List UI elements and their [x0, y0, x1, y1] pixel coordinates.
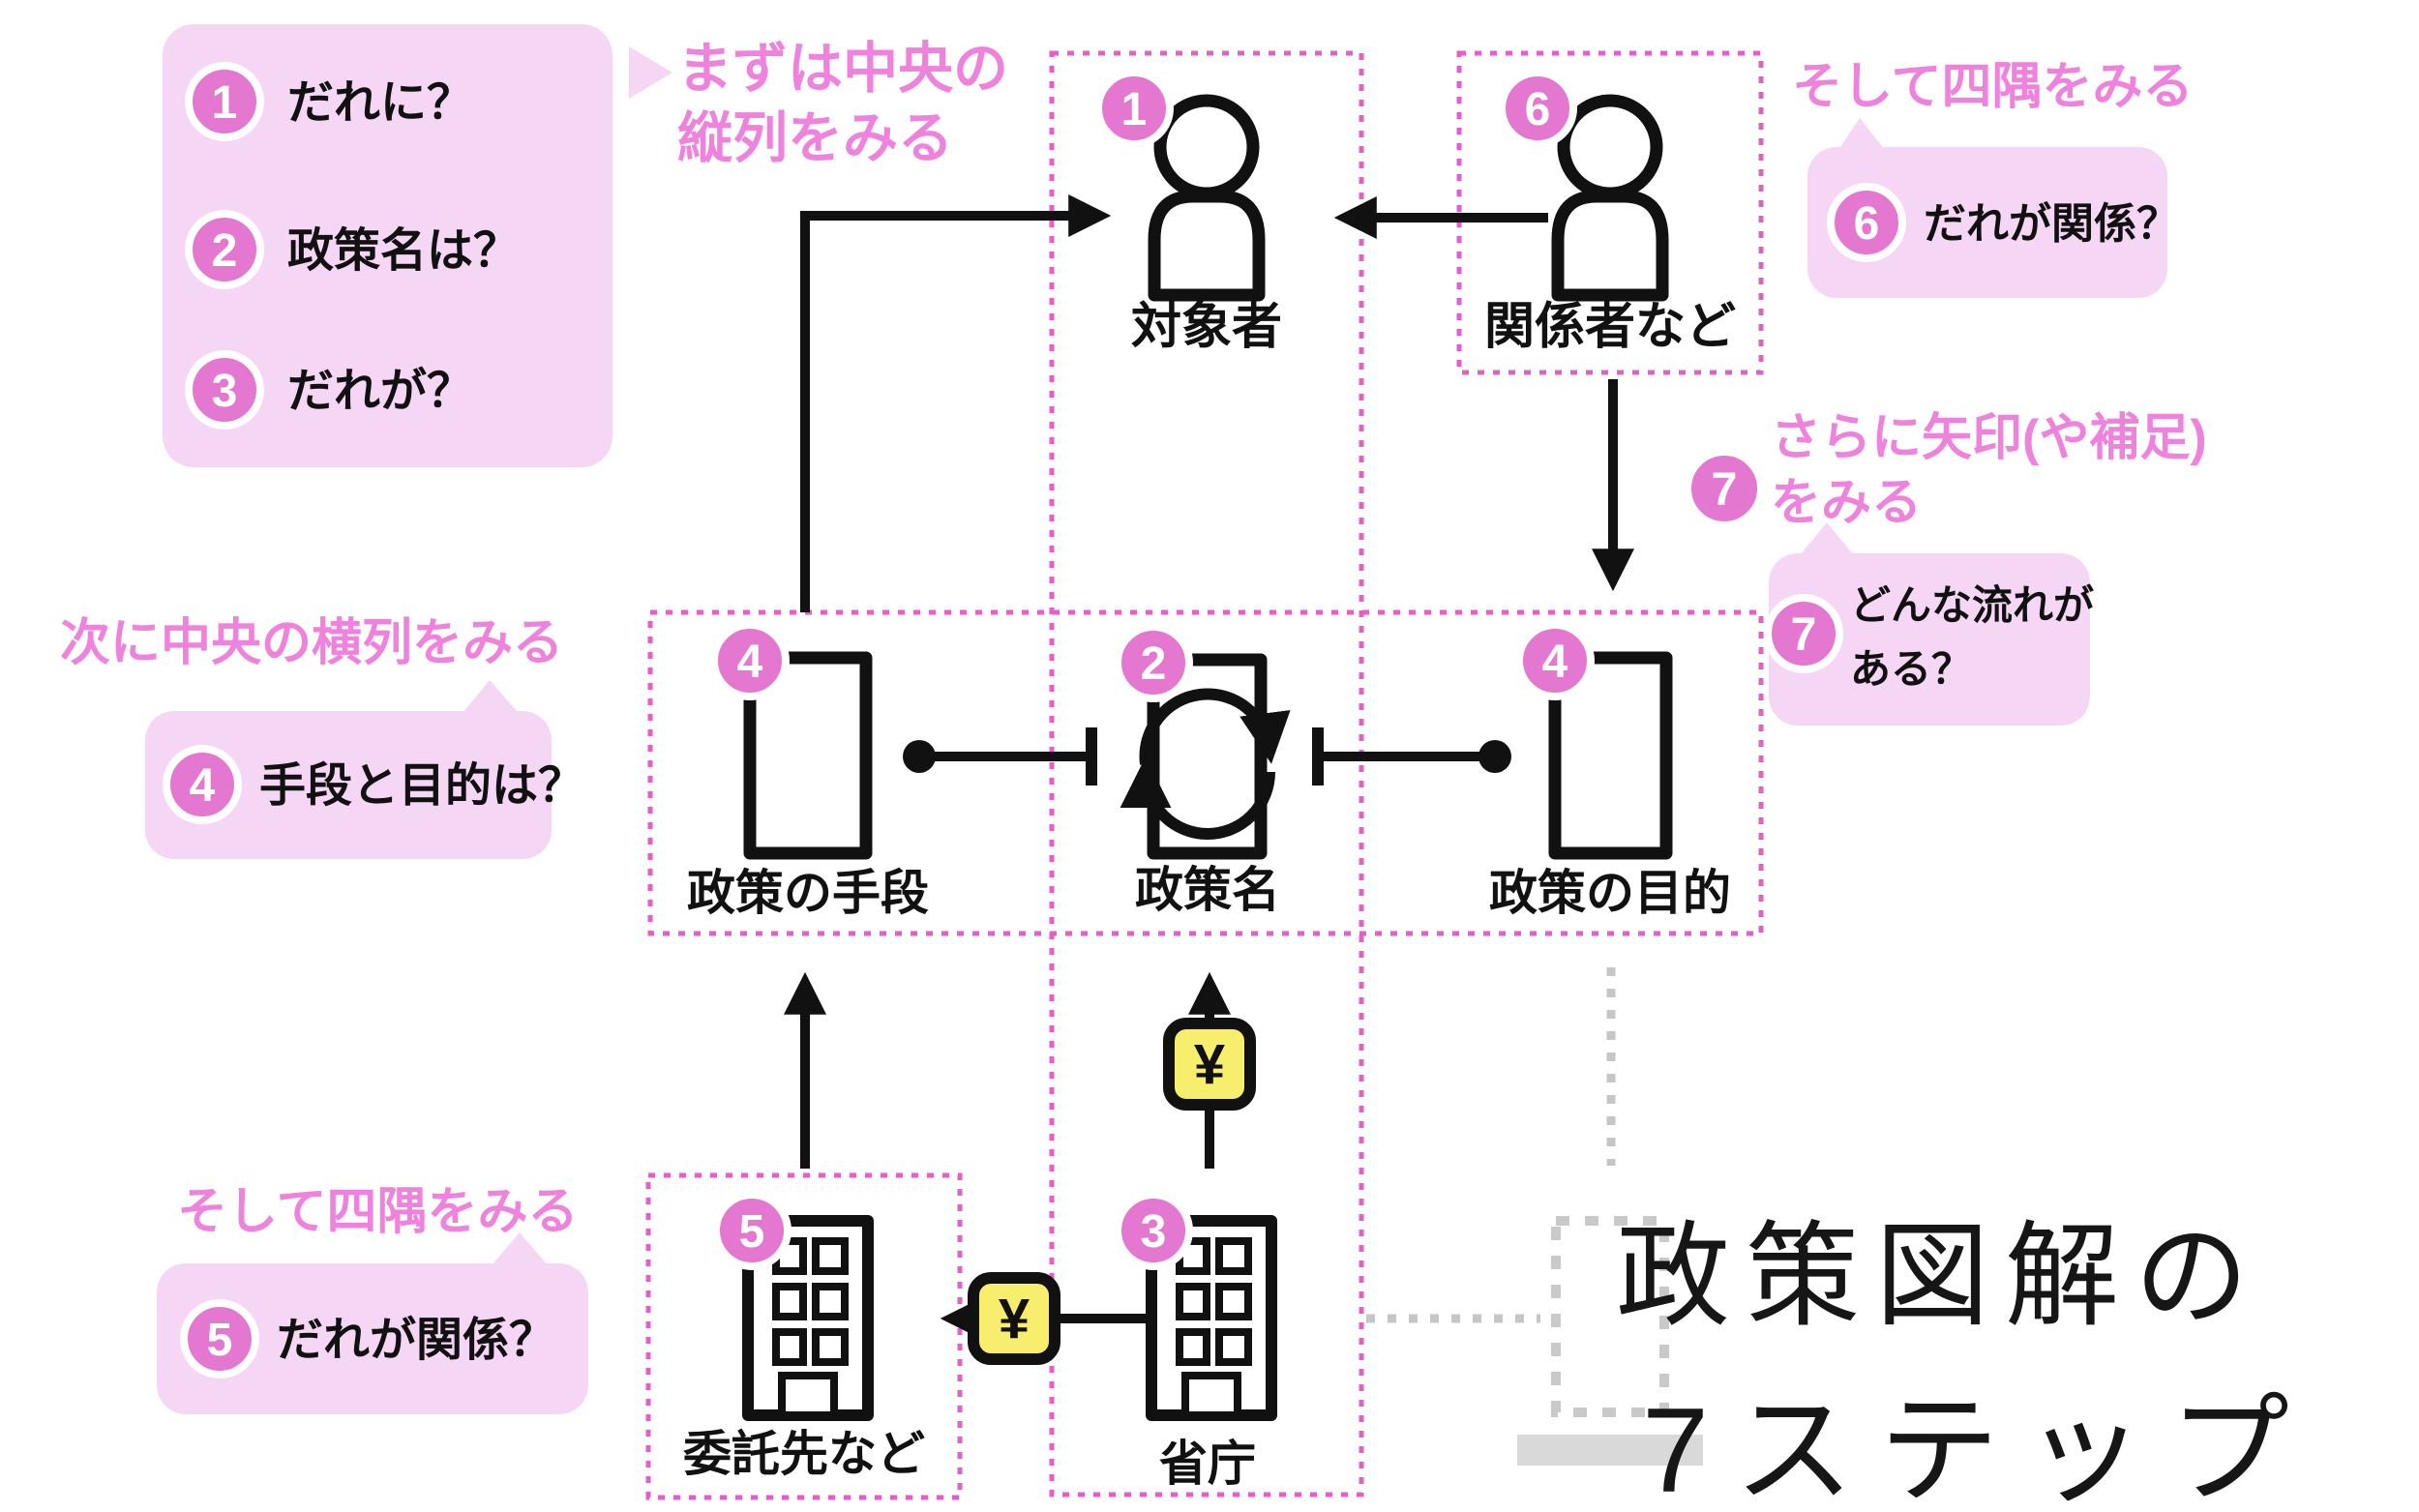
guide-heading-first-line1: まずは中央の — [677, 38, 1008, 100]
contractor-dashed-box — [645, 1172, 963, 1500]
page-title-line1: 政策図解の — [1616, 1213, 2264, 1341]
target-label: 対象者 — [1131, 299, 1282, 355]
svg-text:¥: ¥ — [1194, 1033, 1225, 1096]
svg-text:6: 6 — [1854, 198, 1880, 250]
contractor-label: 委託先など — [683, 1427, 925, 1481]
callout-row-step2: 2 政策名は？ — [185, 210, 520, 289]
svg-text:¥: ¥ — [999, 1288, 1030, 1350]
policy-step-badge: 2 — [1114, 623, 1193, 702]
page-title-line2: 7ステップ — [1642, 1384, 2314, 1512]
svg-text:4: 4 — [190, 760, 216, 812]
cycle-bottom-arrow-icon — [1120, 756, 1275, 840]
ministry-label: 省庁 — [1159, 1437, 1256, 1491]
purpose-step-badge: 4 — [1515, 621, 1595, 700]
callout-tail — [629, 46, 672, 99]
guide-heading-corners-right: そして四隅をみる — [1792, 59, 2193, 115]
guide-heading-first-line2: 縦列をみる — [677, 107, 953, 169]
cycle-top-arrow-icon — [1139, 688, 1291, 765]
svg-text:政策名は？: 政策名は？ — [287, 225, 520, 277]
middle-row-dashed-box — [647, 609, 1764, 936]
svg-text:手段と目的は？: 手段と目的は？ — [259, 760, 584, 812]
callout-step5: 5 だれが関係？ — [157, 1232, 588, 1414]
callout-steps123: 1 だれに？ 2 政策名は？ 3 だれが？ — [163, 24, 672, 467]
callout-row-step3: 3 だれが？ — [185, 350, 473, 430]
guide-heading-arrows-line1: さらに矢印(や補足) — [1771, 410, 2207, 466]
purpose-label: 政策の目的 — [1489, 866, 1731, 920]
svg-text:1: 1 — [212, 77, 238, 129]
guide-heading-second: 次に中央の横列をみる — [60, 615, 563, 671]
svg-text:5: 5 — [207, 1315, 233, 1366]
means-label: 政策の手段 — [687, 866, 929, 920]
yen-badge-horizontal: ¥ — [968, 1272, 1060, 1365]
svg-text:7: 7 — [1712, 464, 1738, 516]
floating-step7-badge: 7 — [1684, 448, 1765, 529]
policy-label: 政策名 — [1135, 863, 1280, 917]
svg-text:3: 3 — [212, 366, 238, 417]
callout-tail — [463, 680, 519, 713]
monument-logo-watermark — [1517, 1216, 1703, 1466]
ministry-step-badge: 3 — [1114, 1191, 1193, 1270]
svg-text:だれが関係？: だれが関係？ — [277, 1315, 555, 1366]
svg-text:だれが？: だれが？ — [287, 366, 473, 417]
means-policy-connector — [903, 727, 1097, 786]
monument-pedestal-icon — [1517, 1435, 1703, 1466]
contractor-step-badge: 5 — [712, 1191, 791, 1270]
svg-text:1: 1 — [1121, 84, 1148, 135]
yen-icon — [1163, 1018, 1256, 1111]
svg-text:どんな流れが: どんな流れが — [1850, 582, 2094, 628]
center-column-dashed-box — [1049, 50, 1364, 1497]
svg-text:ある？: ある？ — [1850, 646, 1972, 692]
svg-text:5: 5 — [739, 1206, 765, 1258]
means-step-badge: 4 — [710, 621, 790, 700]
policy-purpose-connector — [1312, 727, 1511, 786]
target-person-icon — [1154, 101, 1259, 295]
svg-text:2: 2 — [1141, 638, 1167, 690]
callout-tail — [1838, 118, 1885, 150]
yen-badge-vertical: ¥ — [1163, 1018, 1256, 1111]
means-to-target-arrow — [800, 193, 1112, 612]
callout-step7: 7 どんな流れが ある？ — [1764, 522, 2094, 726]
stakeholders-step-badge: 6 — [1498, 69, 1577, 148]
guide-heading-arrows-line2: をみる — [1771, 475, 1922, 531]
callout-step4: 4 手段と目的は？ — [145, 680, 584, 859]
svg-text:4: 4 — [1542, 637, 1568, 688]
stakeholders-person-icon — [1558, 101, 1662, 295]
callout-row-step1: 1 だれに？ — [185, 62, 473, 141]
svg-text:だれに？: だれに？ — [287, 77, 473, 129]
callout-tail — [1800, 522, 1854, 555]
stakeholders-label: 関係者など — [1484, 299, 1736, 355]
target-step-badge: 1 — [1094, 69, 1174, 148]
yen-icon — [968, 1272, 1060, 1365]
callout-tail — [492, 1232, 548, 1265]
svg-text:だれが関係？: だれが関係？ — [1924, 200, 2179, 248]
svg-text:2: 2 — [212, 225, 238, 277]
callout-step6: 6 だれが関係？ — [1807, 118, 2179, 298]
monument-dashed-slab-icon — [1551, 1216, 1669, 1417]
svg-text:3: 3 — [1141, 1206, 1167, 1258]
guide-heading-corners-left: そして四隅をみる — [177, 1184, 578, 1240]
svg-text:4: 4 — [737, 637, 763, 688]
svg-text:7: 7 — [1791, 609, 1817, 661]
svg-text:6: 6 — [1525, 84, 1551, 135]
